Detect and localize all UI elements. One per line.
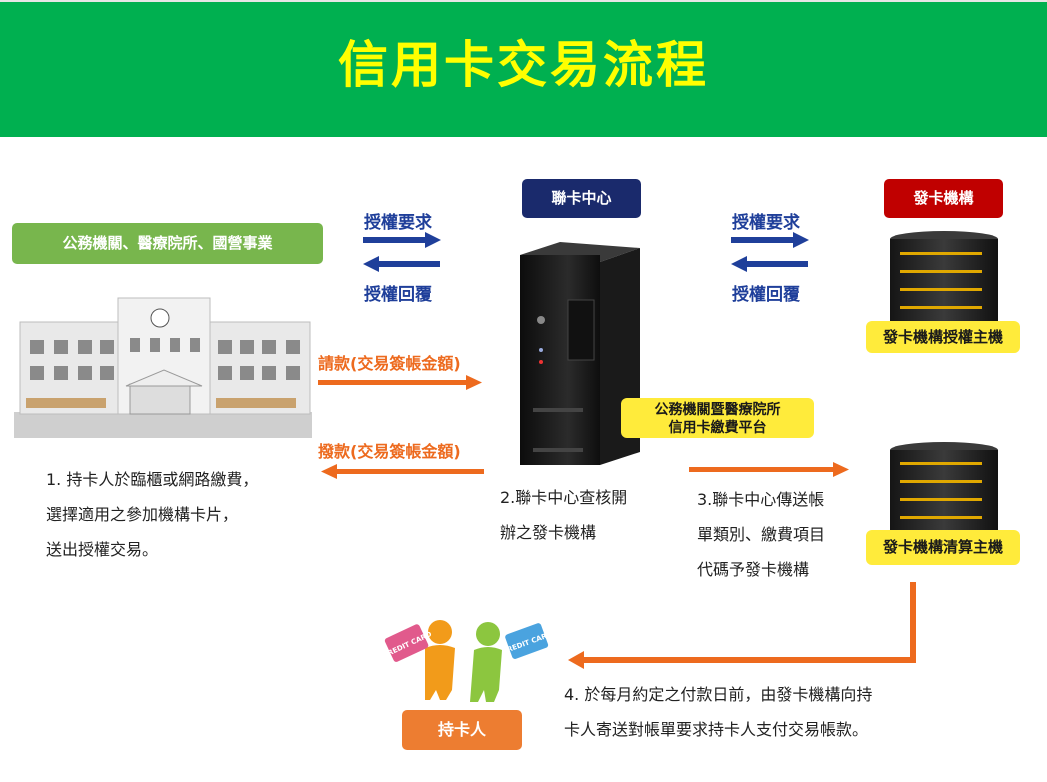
government-building-icon — [14, 297, 312, 438]
statement-arrow — [568, 582, 916, 669]
page-title: 信用卡交易流程 — [338, 36, 709, 94]
cardholder-people-icon: CREDIT CARD CREDIT CARD — [382, 620, 554, 702]
auth-request-label-right: 授權要求 — [732, 213, 800, 233]
agencies-tag: 公務機關、醫療院所、國營事業 — [12, 223, 323, 264]
issuer-auth-host-icon — [890, 231, 998, 325]
platform-line-2: 信用卡繳費平台 — [668, 420, 767, 436]
step2-line-2: 辦之發卡機構 — [500, 523, 597, 542]
step3-line-2: 單類別、繳費項目 — [697, 525, 826, 544]
auth-reply-arrow-right — [731, 256, 808, 272]
auth-request-label-left: 授權要求 — [364, 213, 432, 233]
issuer-auth-host-label: 發卡機構授權主機 — [866, 321, 1020, 353]
step1-text: 1. 持卡人於臨櫃或網路繳費， 選擇適用之參加機構卡片， 送出授權交易。 — [46, 462, 258, 567]
step4-line-1: 4. 於每月約定之付款日前，由發卡機構向持 — [564, 685, 873, 704]
step4-text: 4. 於每月約定之付款日前，由發卡機構向持 卡人寄送對帳單要求持卡人支付交易帳款… — [564, 677, 872, 747]
payment-transfer-arrow — [321, 464, 484, 479]
payment-transfer-label: 撥款(交易簽帳金額) — [318, 442, 461, 461]
step1-line-3: 送出授權交易。 — [46, 540, 159, 559]
step3-text: 3.聯卡中心傳送帳 單類別、繳費項目 代碼予發卡機構 — [697, 482, 825, 587]
auth-reply-arrow-left — [363, 256, 440, 272]
clearing-arrow — [689, 462, 849, 477]
auth-reply-label-left: 授權回覆 — [364, 285, 432, 305]
payment-platform-label: 公務機關暨醫療院所 信用卡繳費平台 — [621, 398, 814, 438]
step1-line-1: 1. 持卡人於臨櫃或網路繳費， — [46, 470, 259, 489]
step1-line-2: 選擇適用之參加機構卡片， — [46, 505, 239, 524]
step4-line-2: 卡人寄送對帳單要求持卡人支付交易帳款。 — [564, 720, 869, 739]
auth-request-arrow-right — [731, 232, 809, 248]
auth-reply-label-right: 授權回覆 — [732, 285, 800, 305]
step3-line-3: 代碼予發卡機構 — [697, 560, 810, 579]
platform-line-1: 公務機關暨醫療院所 — [654, 402, 781, 418]
header-banner — [0, 0, 1047, 137]
cardholder-tag: 持卡人 — [402, 710, 522, 750]
issuer-tag: 發卡機構 — [884, 179, 1003, 218]
clearing-center-server-icon — [520, 242, 640, 465]
auth-request-arrow-left — [363, 232, 441, 248]
payment-request-label: 請款(交易簽帳金額) — [318, 354, 461, 373]
issuer-clearing-host-label: 發卡機構清算主機 — [866, 530, 1020, 565]
step3-line-1: 3.聯卡中心傳送帳 — [697, 490, 825, 509]
step2-line-1: 2.聯卡中心查核開 — [500, 488, 628, 507]
clearing-center-tag: 聯卡中心 — [522, 179, 641, 218]
step2-text: 2.聯卡中心查核開 辦之發卡機構 — [500, 480, 627, 550]
payment-request-arrow — [318, 375, 482, 390]
issuer-clearing-host-icon — [890, 442, 998, 532]
